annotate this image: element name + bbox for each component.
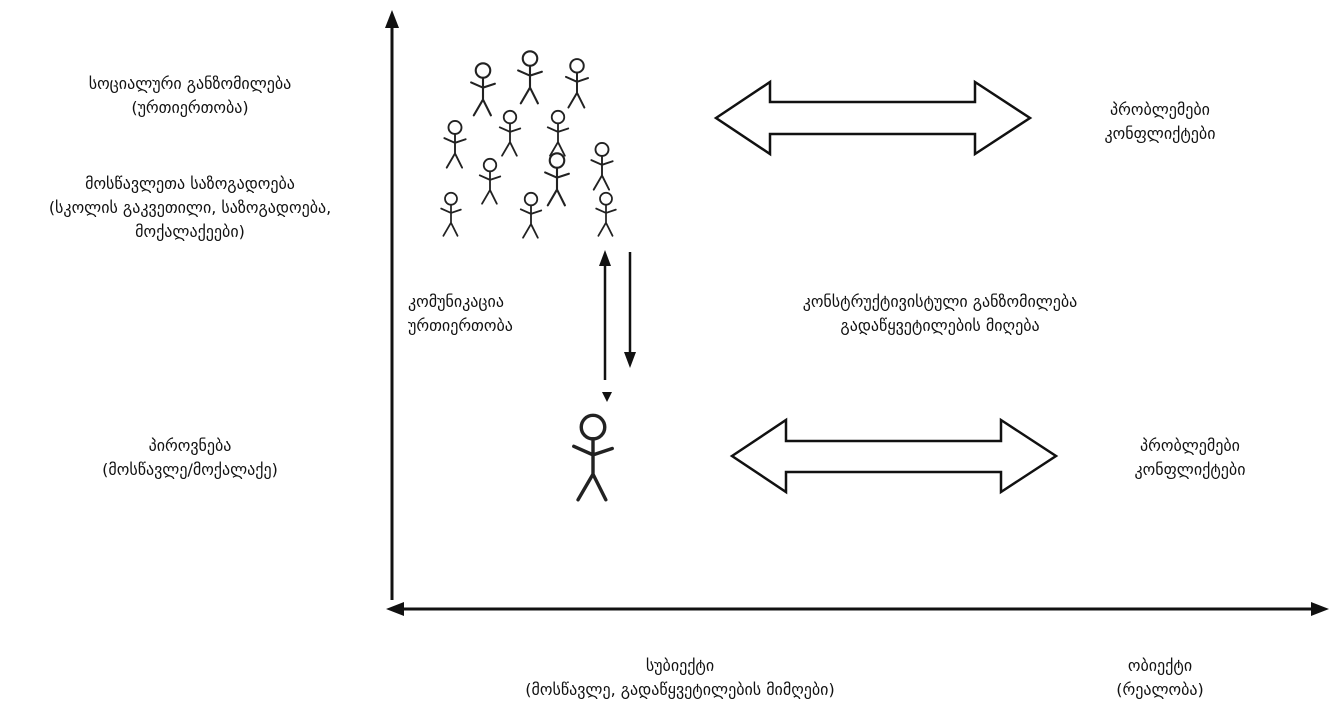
constructivist-label: კონსტრუქტივისტული განზომილება გადაწყვეტი… bbox=[802, 292, 1078, 335]
stick-figure bbox=[470, 62, 496, 117]
stick-figure bbox=[498, 109, 522, 157]
stick-figure bbox=[519, 191, 543, 239]
stick-figure bbox=[564, 58, 590, 109]
communication-label: კომუნიკაცია ურთიერთობა bbox=[408, 292, 513, 335]
y-axis bbox=[385, 10, 399, 600]
double-arrow-top bbox=[713, 79, 1033, 157]
stick-figure bbox=[546, 109, 570, 157]
stick-figure bbox=[440, 191, 462, 237]
person-label: პიროვნება (მოსწავლე/მოქალაქე) bbox=[102, 436, 278, 479]
problems-bottom-label: პრობლემები კონფლიქტები bbox=[1134, 436, 1246, 479]
stick-figure bbox=[543, 152, 571, 207]
x-axis bbox=[386, 602, 1329, 616]
person-figure bbox=[571, 392, 615, 502]
subject-axis-label: სუბიექტი (მოსწავლე, გადაწყვეტილების მიმღ… bbox=[525, 656, 835, 699]
double-arrow-bottom bbox=[729, 417, 1059, 495]
crowd-figures bbox=[440, 50, 617, 239]
problems-top-label: პრობლემები კონფლიქტები bbox=[1104, 100, 1216, 143]
stick-figure bbox=[590, 141, 614, 191]
up-arrow bbox=[599, 250, 611, 380]
social-dimension-label: სოციალური განზომილება (ურთიერთობა) bbox=[88, 74, 292, 117]
stick-figure bbox=[478, 157, 502, 205]
stick-figure bbox=[517, 50, 543, 105]
object-axis-label: ობიექტი (რეალობა) bbox=[1116, 656, 1204, 699]
stick-figure bbox=[595, 191, 617, 237]
student-society-label: მოსწავლეთა საზოგადოება (სკოლის გაკვეთილი… bbox=[48, 174, 332, 241]
stick-figure bbox=[443, 119, 467, 169]
down-arrow bbox=[624, 252, 636, 368]
